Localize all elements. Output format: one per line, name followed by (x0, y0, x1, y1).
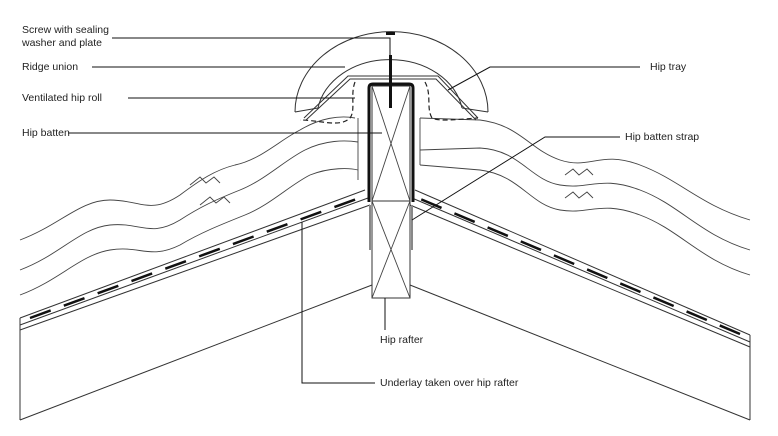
label-ridge-union: Ridge union (22, 61, 79, 73)
label-screw-line1: Screw with sealing (22, 24, 109, 36)
left-roof-tiles (19, 116, 359, 296)
left-roof-slope (19, 189, 373, 421)
hip-rafter (369, 200, 413, 299)
right-roof-slope (409, 189, 751, 421)
screw (386, 32, 395, 108)
label-screw: Screw with sealing washer and plate (22, 24, 109, 50)
right-roof-tiles (419, 117, 751, 276)
label-screw-line2: washer and plate (22, 37, 102, 49)
ventilated-hip-roll (299, 81, 356, 124)
ventilated-hip-roll-right (424, 81, 479, 121)
label-hip-batten-strap: Hip batten strap (625, 131, 700, 143)
label-hip-tray: Hip tray (650, 61, 687, 73)
label-hip-rafter: Hip rafter (380, 334, 424, 346)
label-underlay: Underlay taken over hip rafter (380, 377, 519, 389)
leader-lines (68, 37, 640, 384)
label-ventilated-hip-roll: Ventilated hip roll (22, 92, 102, 104)
label-hip-batten: Hip batten (22, 127, 70, 139)
